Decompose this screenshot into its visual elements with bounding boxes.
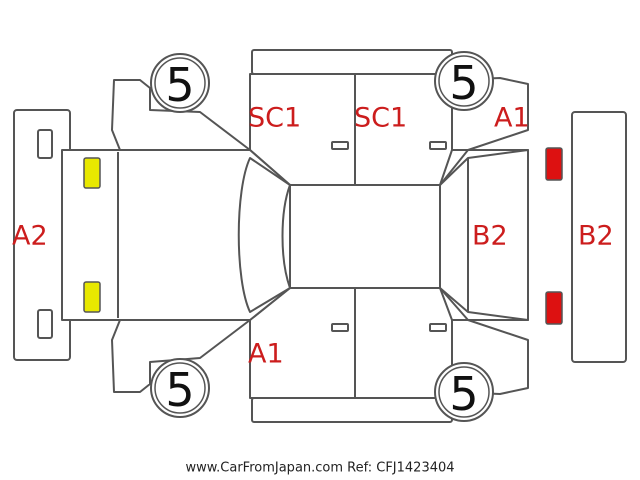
headlight-icon xyxy=(83,281,101,313)
damage-code-bottom-front-fender: A1 xyxy=(248,339,284,370)
damage-code-front-bumper: A2 xyxy=(12,221,48,252)
tire-rear-right: 5 xyxy=(434,362,494,422)
tire-front-left: 5 xyxy=(150,53,210,113)
tire-rear-right-label: 5 xyxy=(449,367,478,421)
tire-front-right-label: 5 xyxy=(165,363,194,417)
left-side-panels xyxy=(111,73,529,186)
damage-code-rear-bumper: B2 xyxy=(578,221,614,252)
damage-code-top-left-door: SC1 xyxy=(248,103,301,134)
tire-rear-left-label: 5 xyxy=(449,56,478,110)
taillight-icon xyxy=(545,291,563,325)
headlight-icon xyxy=(83,157,101,189)
roof-strip-bottom xyxy=(251,397,453,423)
car-body-top-view xyxy=(61,149,529,321)
damage-code-top-rear-fender: A1 xyxy=(494,103,530,134)
taillight-icon xyxy=(545,147,563,181)
tire-front-left-label: 5 xyxy=(165,58,194,112)
damage-code-tailgate: B2 xyxy=(472,221,508,252)
damage-code-top-right-door: SC1 xyxy=(354,103,407,134)
tire-rear-left: 5 xyxy=(434,51,494,111)
rear-bumper xyxy=(571,111,627,363)
tire-front-right: 5 xyxy=(150,358,210,418)
footer-reference: www.CarFromJapan.com Ref: CFJ1423404 xyxy=(185,461,454,476)
roof-strip-top xyxy=(251,49,453,75)
